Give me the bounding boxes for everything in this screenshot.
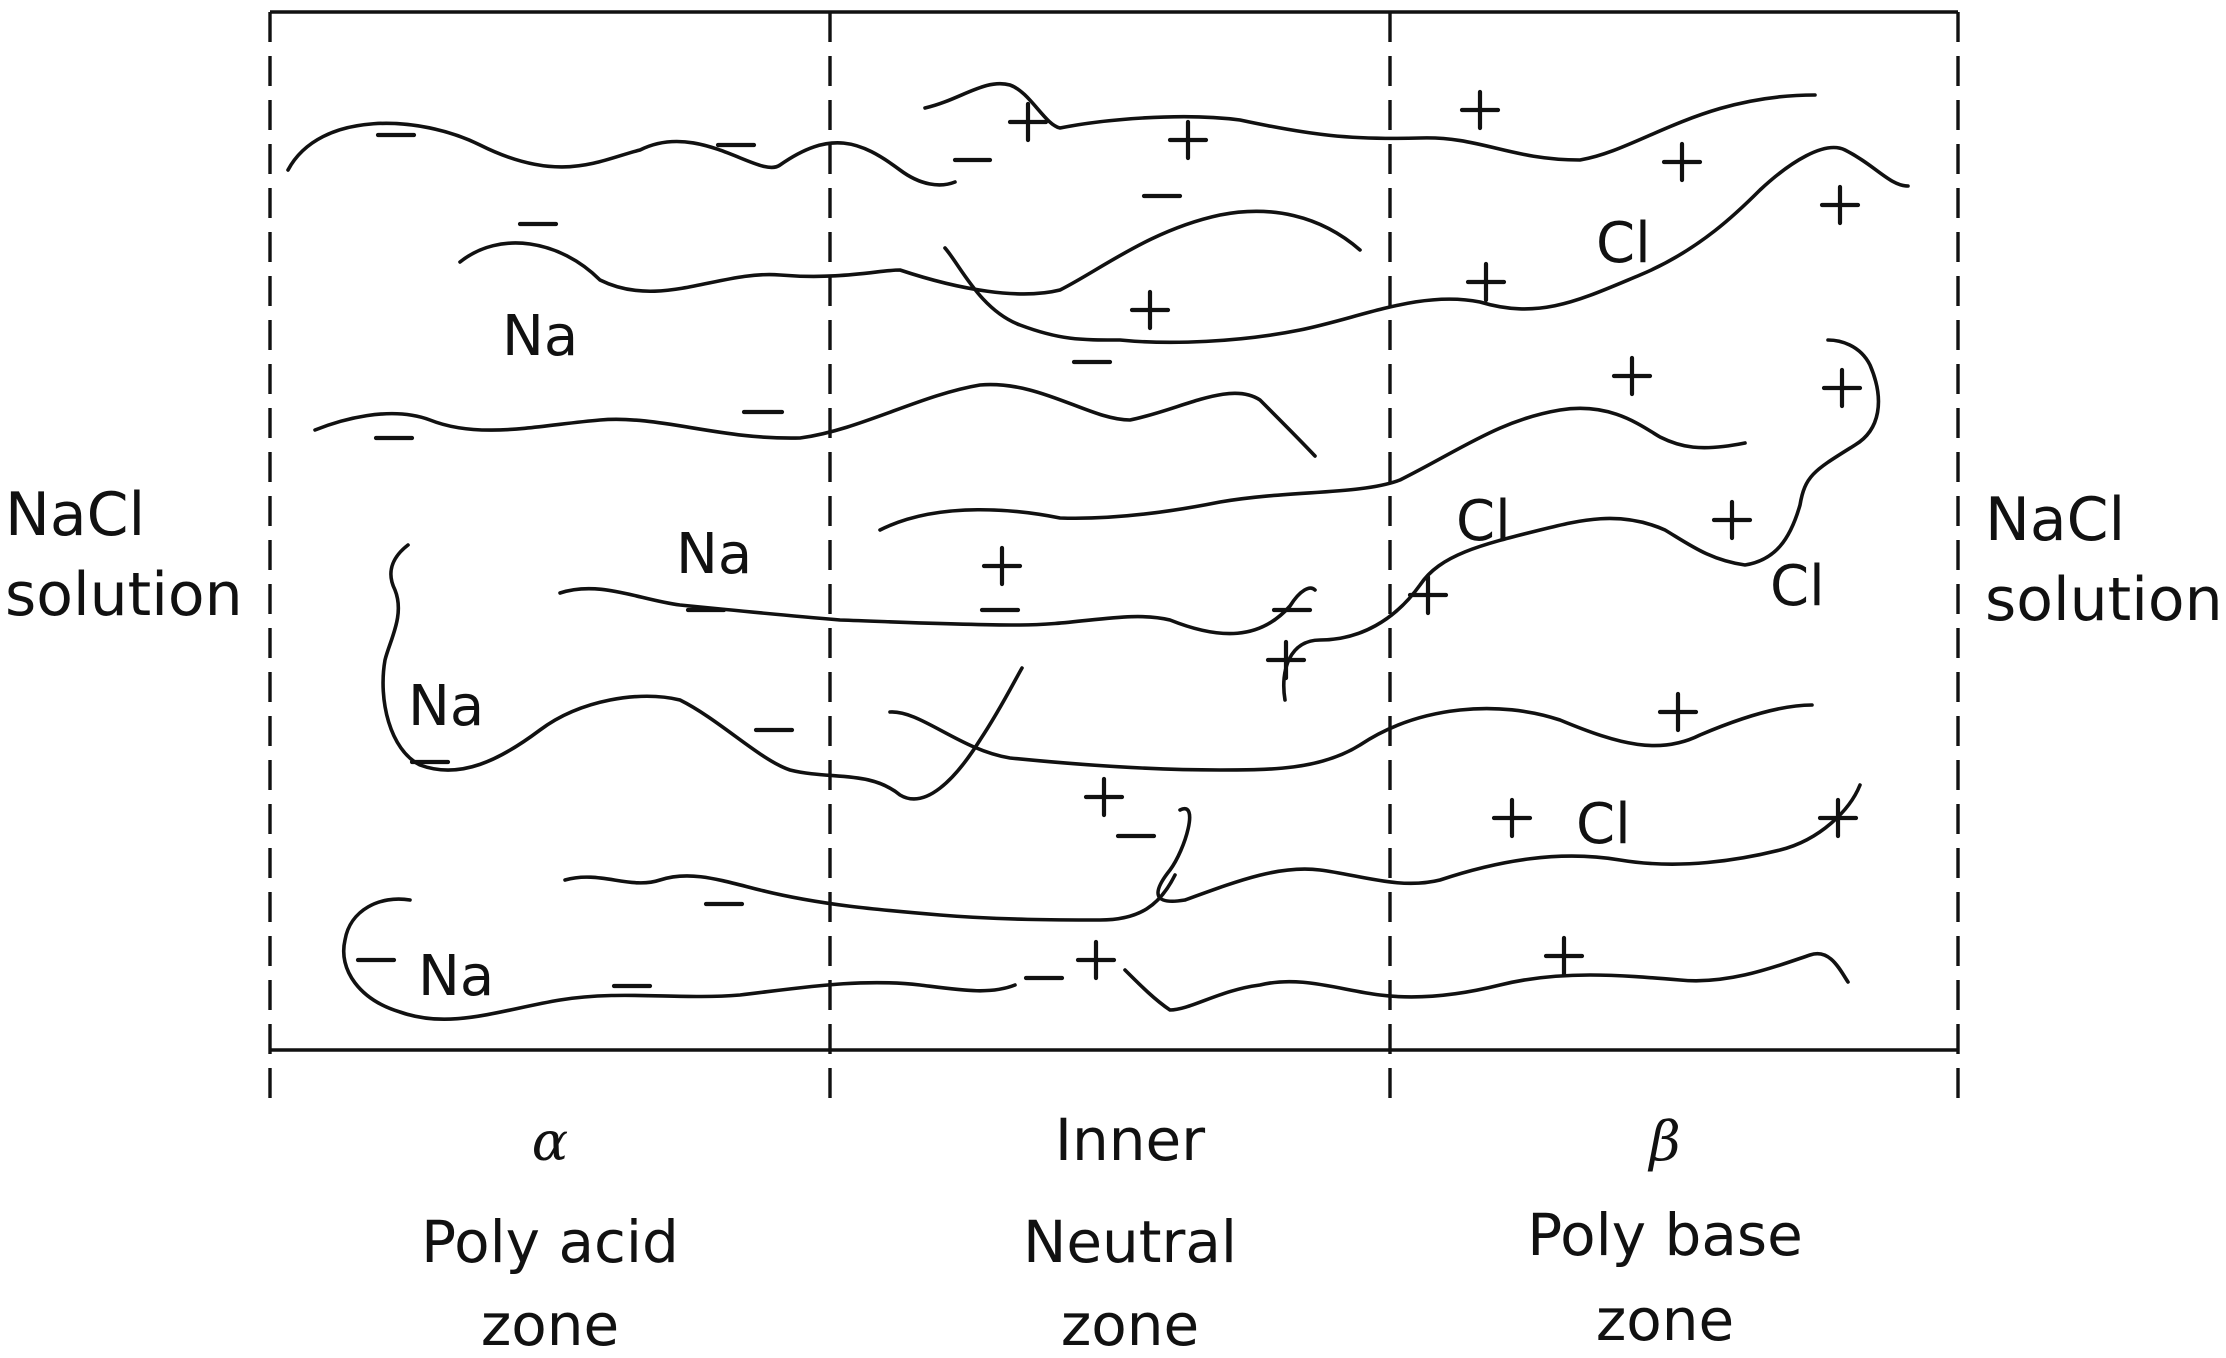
plus-sign (1543, 935, 1585, 977)
left-solution-line2: solution (5, 560, 243, 630)
plus-sign (1007, 101, 1049, 143)
plus-sign (1819, 184, 1861, 226)
plus-sign (1611, 355, 1653, 397)
polymer-chain (342, 897, 1017, 1022)
chloride-ions: Cl Cl Cl Cl (1456, 211, 1825, 857)
plus-sign (1083, 776, 1125, 818)
polymer-chain (878, 406, 1747, 532)
zone-alpha-letter: α (532, 1110, 568, 1173)
polymer-chain (458, 209, 1362, 296)
zone-inner-line2: Neutral (1023, 1208, 1237, 1276)
plus-sign (1821, 367, 1863, 409)
negative-charges (355, 132, 1313, 989)
right-solution-line2: solution (1985, 565, 2223, 635)
polymer-chain (563, 873, 1177, 922)
zone-inner-line3: zone (1061, 1291, 1199, 1358)
plus-sign (1129, 289, 1171, 331)
zone-alpha-line2: zone (481, 1291, 619, 1358)
zone-alpha-label: α Poly acid zone (421, 1110, 679, 1358)
polymer-chain (558, 586, 1317, 636)
polymer-chain (313, 382, 1317, 458)
plus-sign (1407, 574, 1449, 616)
zone-alpha-line1: Poly acid (421, 1208, 679, 1276)
zone-inner-line1: Inner (1055, 1106, 1205, 1174)
plus-sign (1491, 797, 1533, 839)
polymer-chain (286, 121, 957, 187)
right-solution-label: NaCl solution (1985, 485, 2223, 635)
polymer-chain (1123, 951, 1850, 1012)
plus-sign (1167, 119, 1209, 161)
polymer-chain (923, 81, 1817, 162)
na-ion: Na (676, 522, 752, 587)
cl-ion: Cl (1456, 489, 1511, 554)
sodium-ions: Na Na Na Na (408, 304, 752, 1009)
polymer-chain (381, 543, 1024, 801)
plus-sign (1661, 141, 1703, 183)
plus-sign (1265, 639, 1307, 681)
na-ion: Na (502, 304, 578, 369)
cl-ion: Cl (1596, 211, 1651, 276)
na-ion: Na (418, 944, 494, 1009)
polymer-chain (1282, 338, 1881, 702)
plus-sign (981, 545, 1023, 587)
zone-inner-label: Inner Neutral zone (1023, 1106, 1237, 1358)
membrane-frame (268, 10, 1960, 1100)
zone-beta-line1: Poly base (1527, 1201, 1803, 1269)
zone-beta-label: β Poly base zone (1527, 1110, 1803, 1354)
cl-ion: Cl (1576, 792, 1631, 857)
plus-sign (1817, 797, 1859, 839)
zone-beta-line2: zone (1596, 1286, 1734, 1354)
zone-beta-letter: β (1647, 1110, 1680, 1173)
left-solution-label: NaCl solution (5, 480, 243, 630)
na-ion: Na (408, 674, 484, 739)
plus-sign (1657, 691, 1699, 733)
polymer-chain (943, 145, 1910, 345)
left-solution-line1: NaCl (5, 480, 145, 550)
cl-ion: Cl (1770, 554, 1825, 619)
plus-sign (1465, 261, 1507, 303)
plus-sign (1711, 499, 1753, 541)
plus-sign (1075, 939, 1117, 981)
polymer-chains (286, 81, 1910, 1022)
plus-sign (1459, 89, 1501, 131)
right-solution-line1: NaCl (1985, 485, 2125, 555)
polymer-chain (888, 703, 1814, 772)
polymer-chain (1156, 783, 1862, 903)
positive-charges (981, 89, 1863, 981)
